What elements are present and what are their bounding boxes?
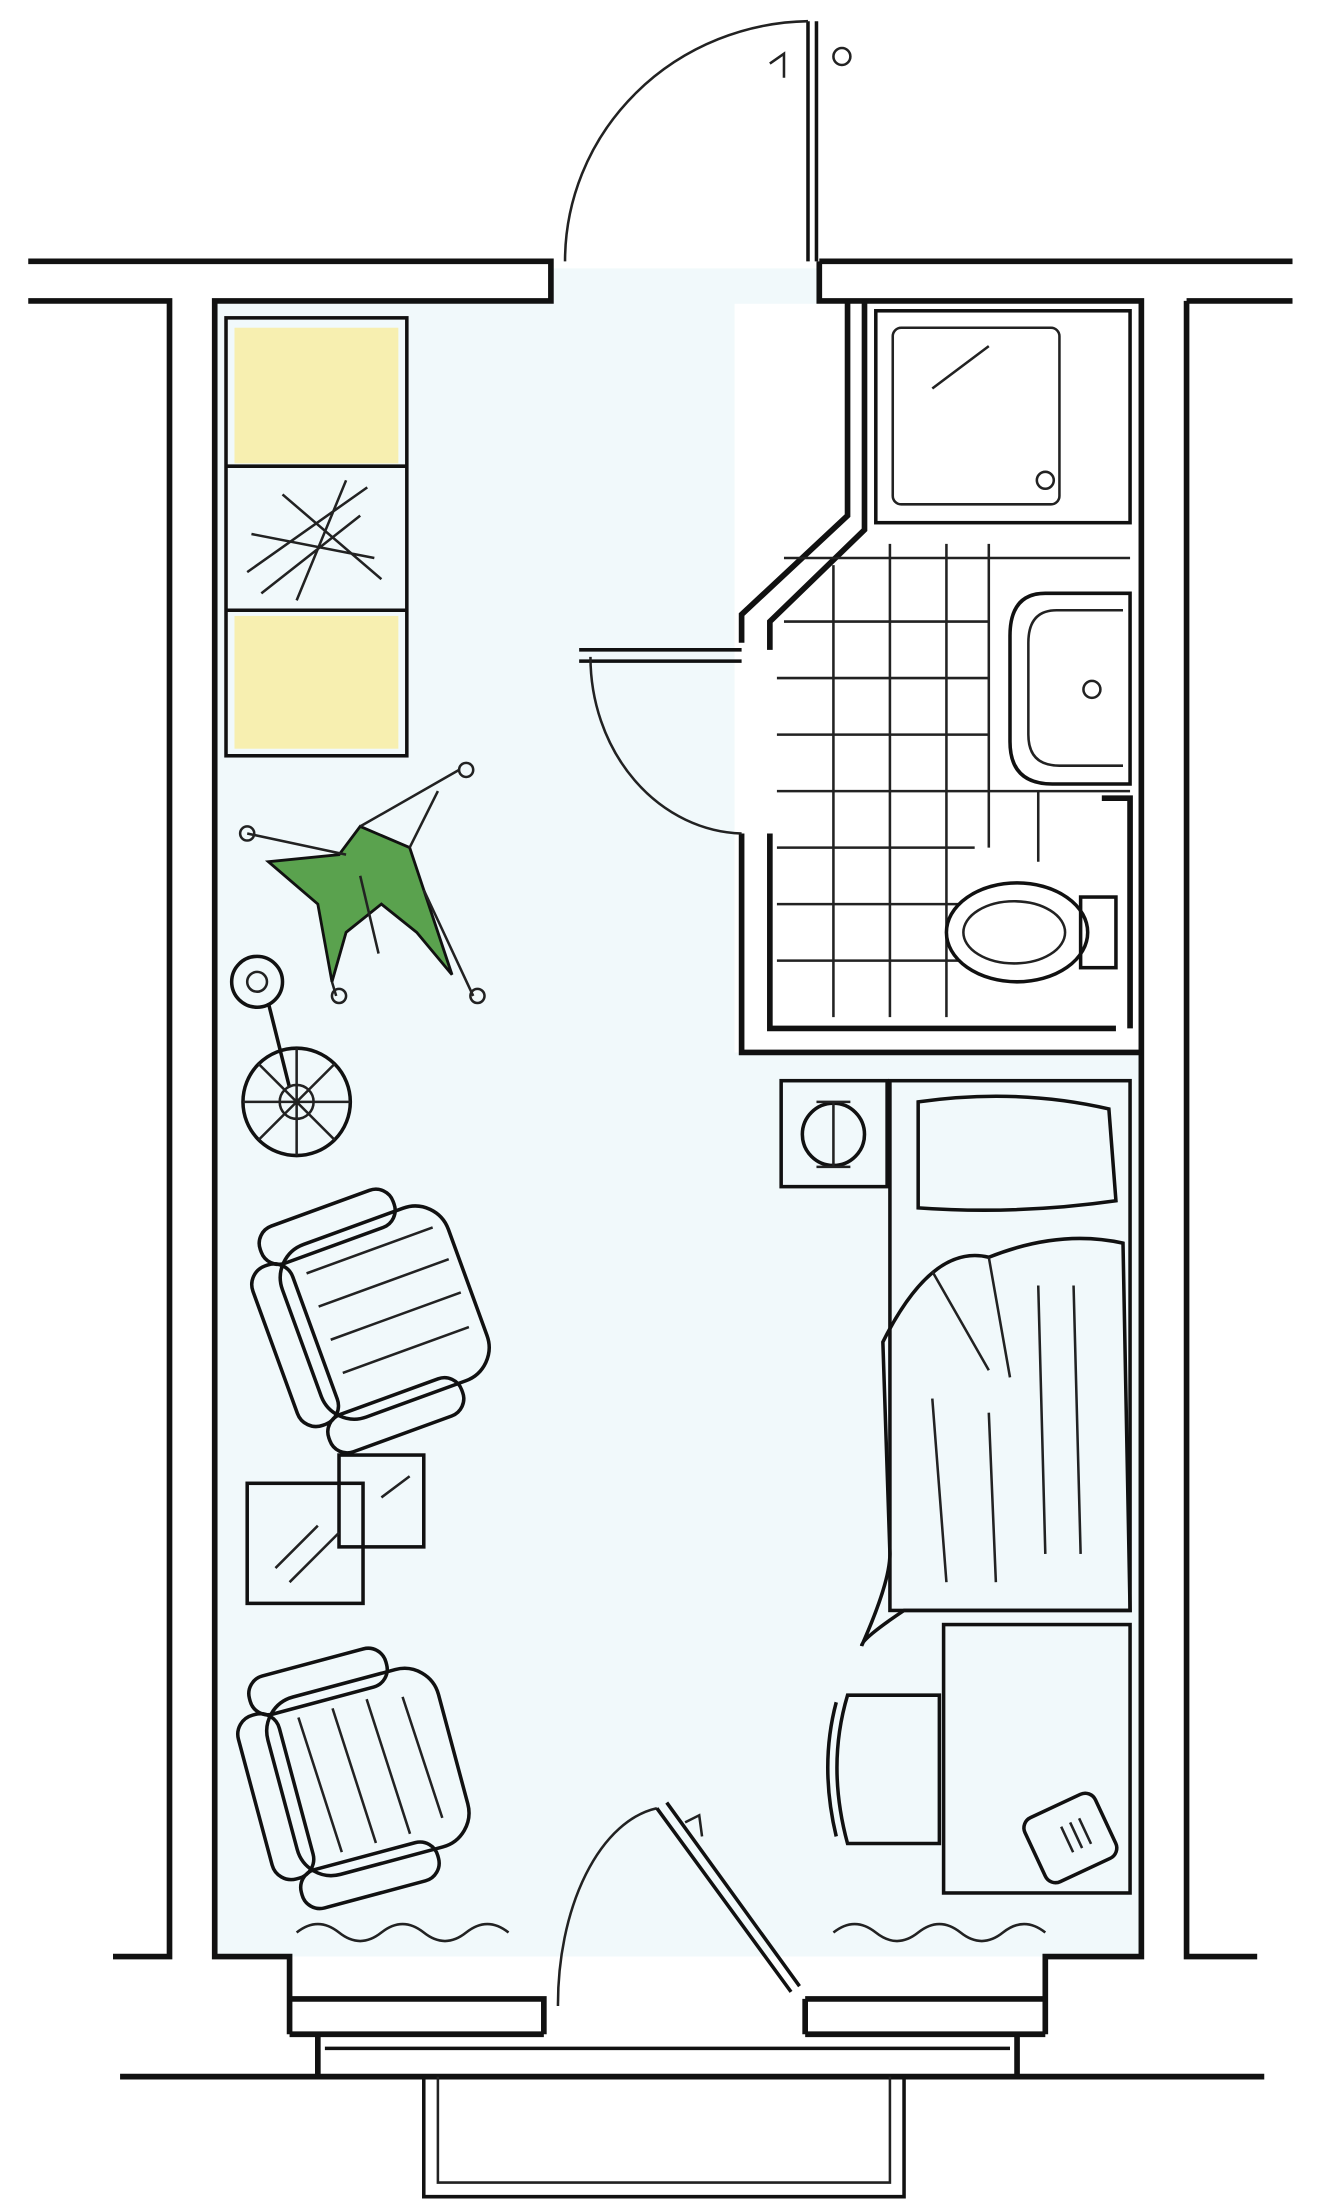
curtains	[295, 1922, 1047, 1943]
shower-tray	[874, 309, 1132, 525]
side-tables	[245, 1453, 426, 1606]
entrance-door	[563, 19, 852, 262]
floor-area	[214, 268, 1142, 1957]
desk-chair	[826, 1693, 942, 1846]
armchair-1	[250, 1187, 491, 1455]
bathroom	[579, 300, 1142, 1056]
washbasin	[1008, 591, 1132, 786]
balcony-door	[556, 1801, 801, 2006]
walls	[28, 258, 1293, 2080]
wardrobe	[224, 316, 409, 758]
floor-tiles	[776, 543, 1131, 1018]
desk-lamp	[1022, 1791, 1119, 1885]
plant	[238, 761, 486, 1005]
nightstand	[779, 1078, 889, 1189]
toilet	[944, 881, 1118, 984]
bed	[859, 1078, 1132, 1647]
floor-lamp	[229, 954, 353, 1158]
window-wall	[289, 1996, 1046, 2080]
desk	[941, 1622, 1132, 1895]
balcony	[422, 2076, 906, 2199]
armchair-2	[236, 1646, 471, 1911]
